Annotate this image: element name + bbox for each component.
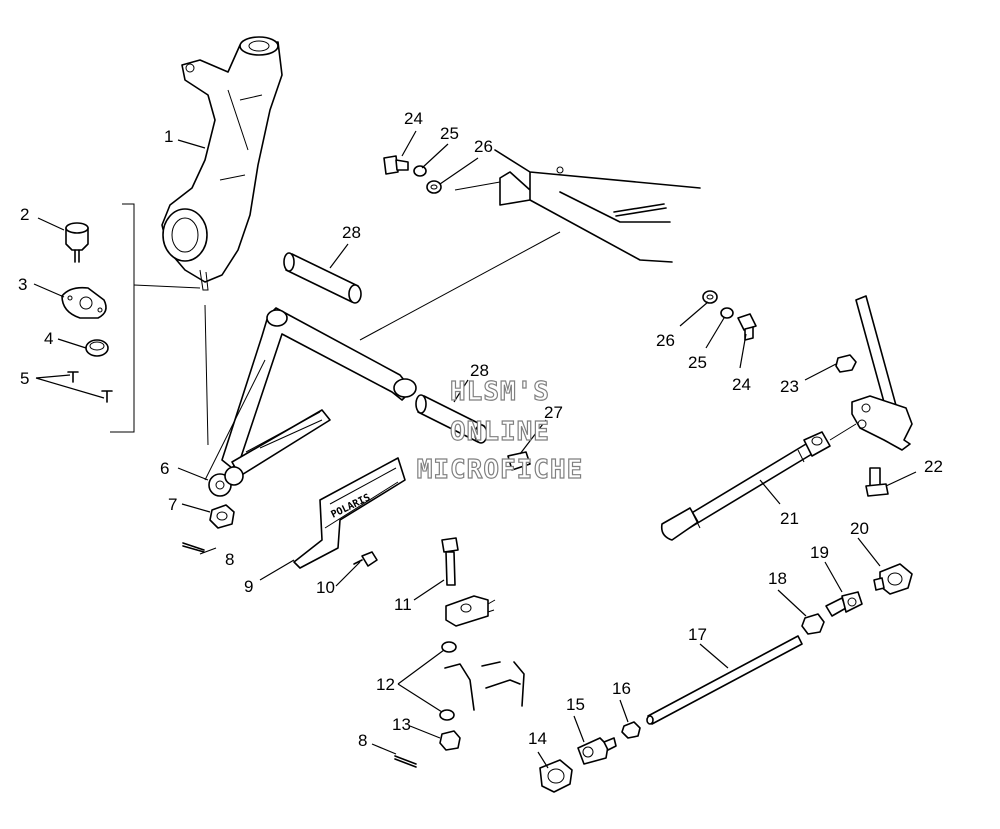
callout-20: 20 <box>850 519 869 538</box>
callout-11: 11 <box>394 595 412 614</box>
callout-5: 5 <box>20 369 29 388</box>
a-arm <box>204 307 417 497</box>
callout-28-upper: 28 <box>342 223 361 242</box>
bolt-11 <box>441 537 459 586</box>
callout-4: 4 <box>44 329 53 348</box>
tie-rod <box>646 635 803 725</box>
callout-15: 15 <box>566 695 585 714</box>
pivot-tube-lower <box>415 394 488 444</box>
screws <box>67 371 113 403</box>
frame-section <box>359 149 701 341</box>
callout-26-right: 26 <box>656 331 675 350</box>
pivot-tube-upper <box>283 252 362 304</box>
leader-lines <box>33 130 917 769</box>
callout-8-lower: 8 <box>358 731 367 750</box>
ball-joint <box>65 222 89 263</box>
callout-3: 3 <box>18 275 27 294</box>
cotter-pin-lower <box>394 755 417 768</box>
nut-23 <box>835 354 857 373</box>
callout-19: 19 <box>810 543 829 562</box>
callout-7: 7 <box>168 495 177 514</box>
callout-23: 23 <box>780 377 799 396</box>
watermark: HLSM'S ONLINE MICROFICHE <box>416 376 584 485</box>
rod-end-14 <box>539 759 573 793</box>
rod-end-20 <box>873 563 913 595</box>
washer-12-upper <box>441 641 457 653</box>
cotter-pin-upper <box>182 542 205 553</box>
lock-washer-25-upper <box>413 165 427 177</box>
jam-nut-18 <box>801 613 825 635</box>
watermark-line-1: HLSM'S <box>450 377 550 407</box>
callout-numbers: 1 2 3 4 5 6 7 8 9 10 11 12 13 8 14 15 16… <box>18 109 943 750</box>
bolt-22 <box>865 467 889 497</box>
washer-26-upper <box>426 180 442 194</box>
callout-18: 18 <box>768 569 787 588</box>
callout-8-upper: 8 <box>225 550 234 569</box>
nut-7 <box>209 504 235 529</box>
rod-end-19 <box>825 591 863 617</box>
callout-24-upper: 24 <box>404 109 423 128</box>
callout-6: 6 <box>160 459 169 478</box>
callout-10: 10 <box>316 578 335 597</box>
steering-post <box>829 295 913 451</box>
watermark-line-2: ONLINE <box>450 417 550 447</box>
bolt-24-upper <box>383 155 409 175</box>
callout-14: 14 <box>528 729 547 748</box>
bolt-10 <box>353 551 378 567</box>
callout-27: 27 <box>544 403 563 422</box>
ball-joint-plate <box>61 286 107 319</box>
a-arm-guard: POLARIS <box>293 457 406 569</box>
washer-26-right <box>702 290 718 304</box>
washer-12-lower <box>439 709 455 721</box>
callout-16: 16 <box>612 679 631 698</box>
callout-21: 21 <box>780 509 799 528</box>
callout-12: 12 <box>376 675 395 694</box>
group-bracket <box>110 203 135 433</box>
callout-1: 1 <box>164 127 173 146</box>
nut-13 <box>439 730 461 751</box>
tie-rod-end-bracket <box>445 595 496 627</box>
callout-13: 13 <box>392 715 411 734</box>
cap <box>85 339 109 357</box>
callout-28-lower: 28 <box>470 361 489 380</box>
bolt-24-right <box>737 313 757 341</box>
callout-25-upper: 25 <box>440 124 459 143</box>
rod-end-15 <box>577 737 617 765</box>
callout-26-upper: 26 <box>474 137 493 156</box>
lock-washer-25-right <box>720 307 734 319</box>
callout-22: 22 <box>924 457 943 476</box>
callout-25-right: 25 <box>688 353 707 372</box>
callout-9: 9 <box>244 577 253 596</box>
steering-knuckle <box>161 36 283 291</box>
watermark-line-3: MICROFICHE <box>417 455 584 485</box>
spindle-arm <box>444 661 525 711</box>
jam-nut-16 <box>621 721 641 739</box>
callout-2: 2 <box>20 205 29 224</box>
stabilizer-link <box>660 431 831 541</box>
callout-17: 17 <box>688 625 707 644</box>
callout-24-right: 24 <box>732 375 751 394</box>
